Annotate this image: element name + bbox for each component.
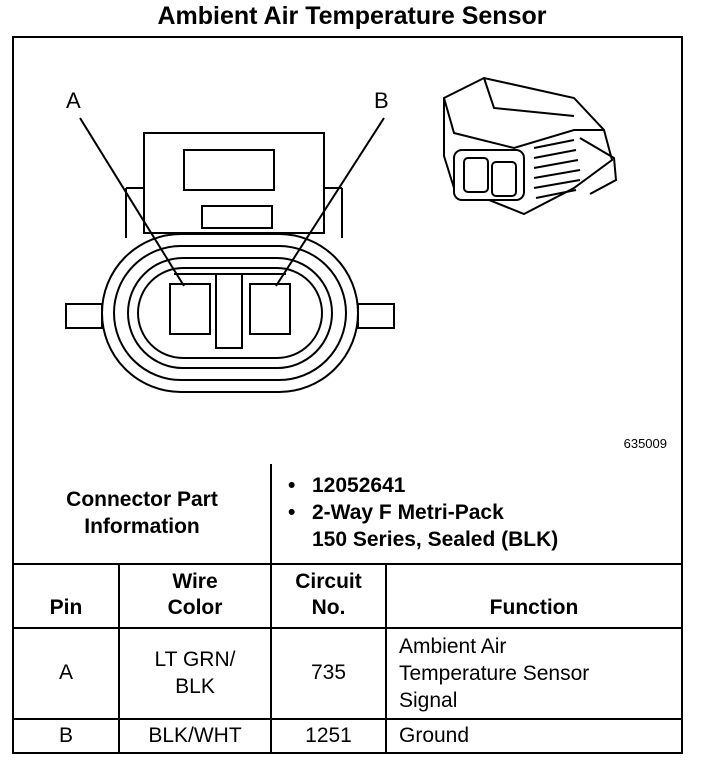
connector-face-drawing bbox=[65, 76, 618, 393]
wire-color-cell: BLK/WHT bbox=[118, 717, 272, 752]
pin-a-callout: A bbox=[66, 88, 81, 113]
table-row: B BLK/WHT 1251 Ground bbox=[14, 717, 681, 752]
connector-figure: A B 635009 bbox=[14, 38, 681, 462]
header-circuit-line1: Circuit bbox=[295, 570, 362, 594]
header-pin: Pin bbox=[14, 562, 120, 630]
wire-color-line2: BLK bbox=[175, 675, 215, 699]
header-circuit: Circuit No. bbox=[270, 562, 387, 630]
connector-sheet: A B 635009 Connector Part Information 12… bbox=[12, 36, 683, 754]
header-wire-color: Wire Color bbox=[118, 562, 272, 630]
header-pin-label: Pin bbox=[49, 596, 83, 620]
connector-info-label: Connector Part Information bbox=[14, 464, 272, 565]
figure-id: 635009 bbox=[623, 436, 667, 451]
part-number: 12052641 bbox=[288, 472, 681, 499]
function-line1: Ambient Air bbox=[399, 634, 507, 658]
function-line3: Signal bbox=[399, 688, 458, 712]
connector-table: Connector Part Information 12052641 2-Wa… bbox=[14, 464, 681, 752]
connector-info-values: 12052641 2-Way F Metri-Pack 150 Series, … bbox=[270, 464, 681, 565]
table-row: A LT GRN/ BLK 735 Ambient Air Temperatur… bbox=[14, 627, 681, 720]
connector-description-line2: 150 Series, Sealed (BLK) bbox=[312, 527, 559, 551]
header-function-label: Function bbox=[489, 596, 579, 620]
pin-cell: B bbox=[14, 717, 120, 752]
function-cell: Ground bbox=[385, 717, 681, 752]
connector-info-label-line2: Information bbox=[84, 515, 200, 539]
wire-color-cell: LT GRN/ BLK bbox=[118, 627, 272, 720]
connector-info-row: Connector Part Information 12052641 2-Wa… bbox=[14, 464, 681, 565]
pin-b-callout: B bbox=[374, 88, 389, 113]
header-wire-color-line1: Wire bbox=[172, 570, 218, 594]
function-cell: Ambient Air Temperature Sensor Signal bbox=[385, 627, 681, 720]
header-circuit-line2: No. bbox=[311, 596, 346, 620]
page-title: Ambient Air Temperature Sensor bbox=[157, 2, 547, 30]
wire-color-line1: LT GRN/ bbox=[154, 648, 236, 672]
circuit-cell: 735 bbox=[270, 627, 387, 720]
circuit-cell: 1251 bbox=[270, 717, 387, 752]
function-line2: Temperature Sensor bbox=[399, 661, 590, 685]
column-header-row: Pin Wire Color Circuit No. Function bbox=[14, 562, 681, 630]
connector-info-label-line1: Connector Part bbox=[66, 488, 218, 512]
pin-cell: A bbox=[14, 627, 120, 720]
header-function: Function bbox=[385, 562, 681, 630]
header-wire-color-line2: Color bbox=[167, 596, 223, 620]
connector-description-line1: 2-Way F Metri-Pack bbox=[288, 499, 681, 526]
